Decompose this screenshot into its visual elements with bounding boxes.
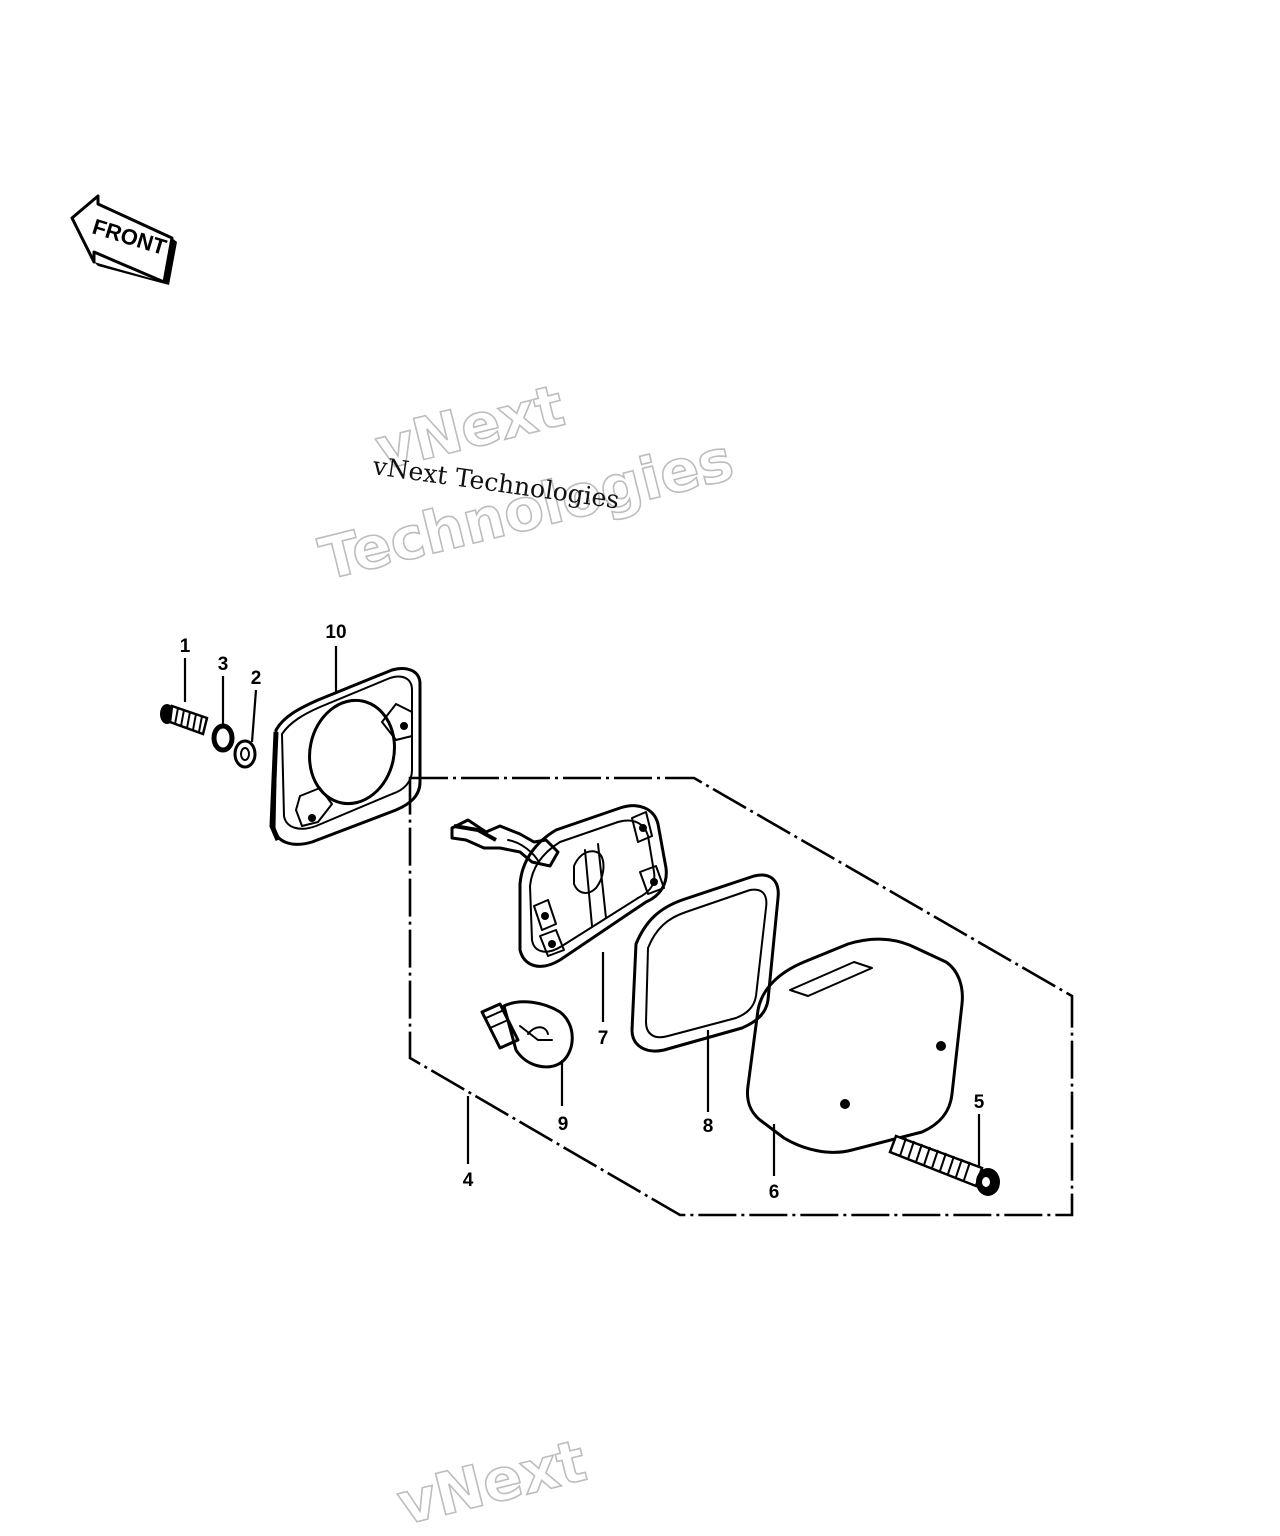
part-lock-washer-3 — [211, 723, 235, 753]
part-base-10 — [269, 667, 422, 846]
part-lamp-housing-7 — [450, 804, 668, 968]
callouts: 1 3 2 10 7 9 8 4 6 5 — [180, 622, 985, 1203]
assembly-boundary — [408, 776, 1074, 1217]
callout-3: 3 — [218, 654, 229, 675]
leader-lines — [183, 646, 981, 1176]
callout-4: 4 — [463, 1170, 474, 1191]
part-bulb-9 — [480, 1000, 574, 1069]
watermark: vNext Technologies vNext Technologies vN… — [312, 371, 740, 1536]
callout-2: 2 — [251, 668, 262, 689]
part-screw-1 — [160, 704, 209, 736]
callout-6: 6 — [769, 1182, 780, 1203]
part-gasket-8 — [630, 873, 780, 1053]
callout-10: 10 — [325, 622, 346, 643]
callout-1: 1 — [180, 636, 191, 657]
part-screw-5 — [888, 1134, 1000, 1196]
callout-9: 9 — [558, 1114, 569, 1135]
callout-8: 8 — [703, 1116, 714, 1137]
part-lens-6 — [746, 937, 964, 1154]
callout-7: 7 — [598, 1028, 609, 1049]
front-arrow-icon: FRONT — [70, 194, 177, 285]
watermark-bottom-text: vNext — [391, 1426, 593, 1536]
part-washer-2 — [233, 739, 257, 769]
callout-5: 5 — [974, 1092, 985, 1113]
